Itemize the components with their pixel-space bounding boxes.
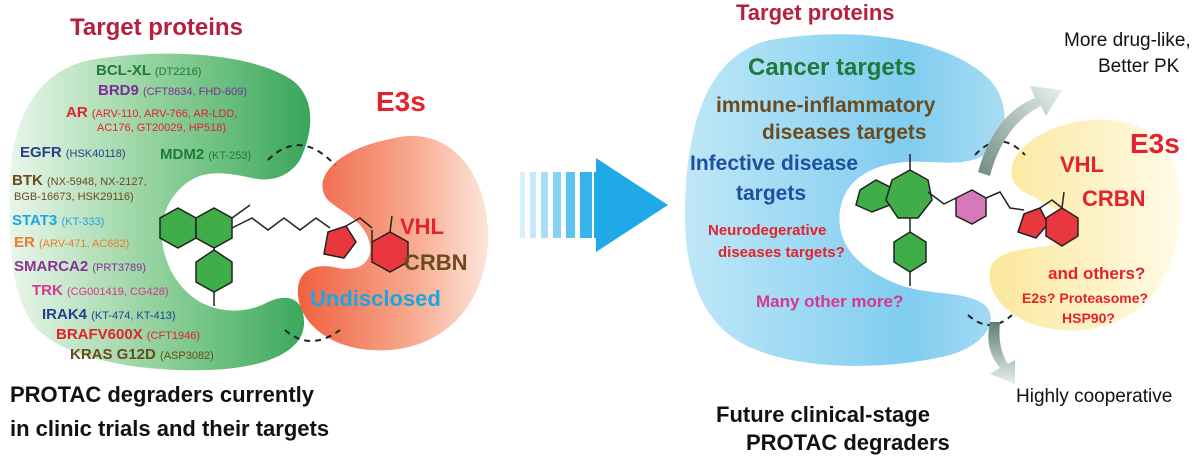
right-target-cancer: Cancer targets	[748, 54, 917, 81]
left-caption-line2: in clinic trials and their targets	[10, 416, 330, 441]
transition-arrow	[520, 158, 668, 252]
left-target-protein-blob	[9, 53, 311, 371]
right-e3-blob	[989, 119, 1181, 331]
left-e3-undisclosed: Undisclosed	[310, 286, 441, 311]
right-target-immune-line1: immune-inflammatory	[716, 94, 936, 117]
right-target-title: Target proteins	[736, 0, 895, 25]
left-e3-vhl: VHL	[400, 214, 444, 239]
right-e3-hsp90: HSP90?	[1062, 310, 1115, 326]
left-interface-dash-bottom	[284, 329, 341, 342]
target-ar: AR (ARV-110, ARV-766, AR-LDD,	[66, 104, 238, 121]
right-caption-line1: Future clinical-stage	[716, 402, 930, 427]
annotation-drug-like-line2: Better PK	[1098, 56, 1180, 77]
target-irak4: IRAK4 (KT-474, KT-413)	[42, 306, 176, 323]
annotation-drug-like-line1: More drug-like,	[1064, 30, 1191, 51]
right-caption-line2: PROTAC degraders	[746, 430, 950, 455]
right-target-protein-blob	[684, 34, 1005, 366]
right-target-neuro-line2: diseases targets?	[718, 244, 845, 261]
right-target-infective-line1: Infective disease	[690, 152, 859, 175]
right-e3-e2s-proteasome: E2s? Proteasome?	[1022, 290, 1149, 306]
target-btk: BTK (NX-5948, NX-2127,	[12, 172, 147, 189]
target-egfr: EGFR (HSK40118)	[20, 144, 126, 161]
left-e3-crbn: CRBN	[404, 250, 468, 275]
target-stat3: STAT3 (KT-333)	[12, 212, 105, 229]
drug-like-arrow	[978, 86, 1062, 176]
right-target-infective-line2: targets	[736, 182, 807, 205]
target-er: ER (ARV-471, AC682)	[14, 234, 130, 251]
right-target-neuro-line1: Neurodegerative	[708, 222, 827, 239]
left-target-title: Target proteins	[70, 14, 243, 41]
target-smarca2: SMARCA2 (PRT3789)	[14, 258, 146, 275]
annotation-highly-cooperative: Highly cooperative	[1016, 386, 1173, 407]
left-protac-molecule	[159, 204, 409, 306]
target-ar-cont: AC176, GT20029, HP518)	[97, 122, 227, 134]
right-e3-others: and others?	[1048, 264, 1146, 283]
right-protac-molecule	[855, 154, 1079, 286]
left-interface-dash-top	[267, 144, 336, 166]
right-target-many-other: Many other more?	[756, 292, 904, 311]
target-kras-g12d: KRAS G12D (ASP3082)	[70, 346, 214, 363]
cooperative-arrow	[988, 322, 1015, 384]
right-e3-vhl: VHL	[1060, 152, 1104, 177]
target-btk-cont: BGB-16673, HSK29116)	[14, 191, 134, 203]
left-caption-line1: PROTAC degraders currently	[10, 382, 315, 407]
target-bcl-xl: BCL-XL (DT2216)	[96, 62, 202, 79]
right-target-immune-line2: diseases targets	[762, 121, 927, 144]
target-brafv600x: BRAFV600X (CFT1946)	[56, 326, 201, 343]
target-mdm2: MDM2 (KT-253)	[160, 146, 252, 163]
right-e3-title: E3s	[1130, 128, 1180, 159]
target-brd9: BRD9 (CFT8634, FHD-609)	[98, 82, 247, 99]
left-e3-title: E3s	[376, 86, 426, 117]
right-e3-crbn: CRBN	[1082, 186, 1146, 211]
target-trk: TRK (CG001419, CG428)	[32, 282, 169, 299]
